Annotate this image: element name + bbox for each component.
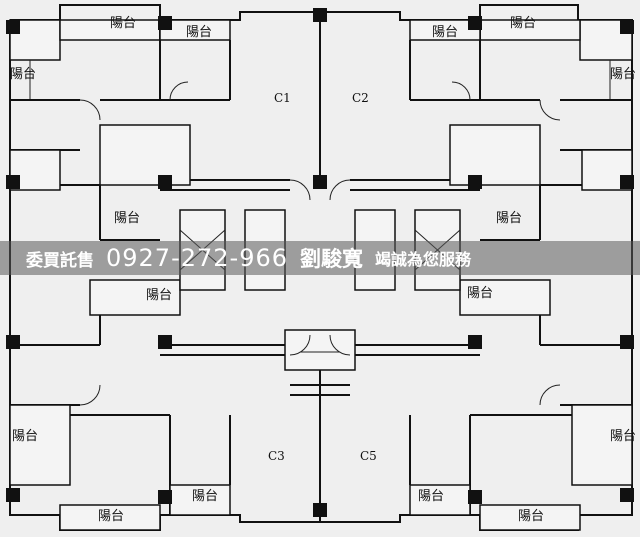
balcony-label: 陽台 <box>186 25 212 40</box>
partitions-top-right <box>409 19 633 241</box>
balcony-label: 陽台 <box>10 67 36 82</box>
unit-label-c5: C5 <box>360 449 377 463</box>
balcony-label: 陽台 <box>110 16 136 31</box>
banner-prefix: 委買託售 <box>26 250 94 271</box>
contact-banner: 委買託售 0927-272-966 劉駿寬 竭誠為您服務 <box>0 241 640 275</box>
banner-phone: 0927-272-966 <box>106 244 289 272</box>
balcony-label: 陽台 <box>146 288 172 303</box>
partitions-bottom-left <box>9 279 231 531</box>
balcony-label: 陽台 <box>518 509 544 524</box>
unit-label-c1: C1 <box>274 91 291 105</box>
banner-agent-name: 劉駿寬 <box>300 247 364 271</box>
partitions-top-left <box>9 19 231 241</box>
balcony-label: 陽台 <box>510 16 536 31</box>
balcony-label: 陽台 <box>192 489 218 504</box>
balcony-label: 陽台 <box>467 286 493 301</box>
balcony-label: 陽台 <box>610 429 636 444</box>
unit-label-c3: C3 <box>268 449 285 463</box>
unit-label-c2: C2 <box>352 91 369 105</box>
balcony-label: 陽台 <box>418 489 444 504</box>
balcony-label: 陽台 <box>114 211 140 226</box>
balcony-label: 陽台 <box>610 67 636 82</box>
central-walls <box>160 12 480 522</box>
partitions-bottom-right <box>409 279 633 531</box>
balcony-label: 陽台 <box>432 25 458 40</box>
balcony-label: 陽台 <box>98 509 124 524</box>
structural-columns <box>6 8 634 517</box>
balcony-label: 陽台 <box>496 211 522 226</box>
door-swings <box>79 81 561 406</box>
banner-slogan: 竭誠為您服務 <box>375 250 472 269</box>
balcony-label: 陽台 <box>12 429 38 444</box>
